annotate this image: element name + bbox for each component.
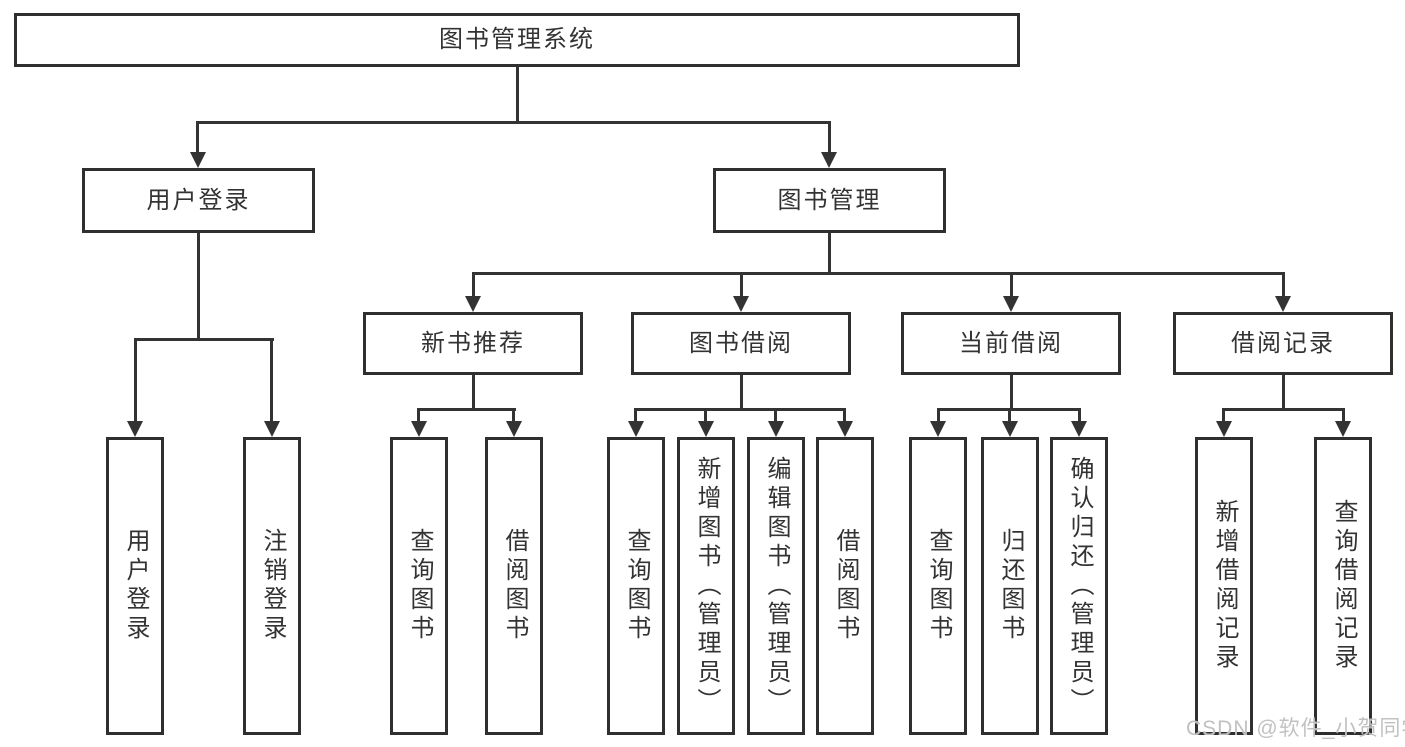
arrow-down-icon: [733, 296, 749, 312]
leaf-borrow-books: 借阅图书: [485, 437, 543, 735]
leaf-logout: 注销登录: [243, 437, 301, 735]
arrow-down-icon: [1003, 296, 1019, 312]
connector-hline: [1222, 408, 1345, 411]
arrow-down-icon: [1216, 421, 1232, 437]
connector-vline: [740, 272, 743, 298]
leaf-query-books: 查询图书: [390, 437, 448, 735]
leaf-add-borrow-record: 新增借阅记录: [1195, 437, 1253, 735]
connector-vline: [740, 375, 743, 411]
arrow-down-icon: [190, 152, 206, 168]
connector-vline: [1010, 272, 1013, 298]
connector-hline: [634, 408, 846, 411]
arrow-down-icon: [1335, 421, 1351, 437]
node-current-borrow: 当前借阅: [901, 312, 1121, 375]
connector-hline: [196, 121, 831, 124]
arrow-down-icon: [1275, 296, 1291, 312]
leaf-confirm-return-admin: 确认归还（管理员）: [1050, 437, 1108, 735]
leaf-user-login: 用户登录: [106, 437, 164, 735]
leaf-add-books-admin: 新增图书（管理员）: [677, 437, 735, 735]
connector-vline: [704, 408, 707, 423]
connector-vline: [1342, 408, 1345, 423]
connector-vline: [1282, 272, 1285, 298]
connector-vline: [270, 338, 273, 423]
connector-vline: [134, 338, 137, 423]
connector-vline: [1008, 408, 1011, 423]
leaf-query-books: 查询图书: [909, 437, 967, 735]
arrow-down-icon: [506, 421, 522, 437]
connector-hline: [134, 338, 274, 341]
connector-vline: [634, 408, 637, 423]
connector-vline: [196, 121, 199, 155]
connector-vline: [512, 408, 515, 423]
node-book-borrow: 图书借阅: [631, 312, 851, 375]
leaf-return-books: 归还图书: [981, 437, 1039, 735]
node-user-login: 用户登录: [82, 168, 315, 233]
connector-vline: [937, 408, 940, 423]
connector-vline: [1078, 408, 1081, 423]
arrow-down-icon: [411, 421, 427, 437]
connector-hline: [417, 408, 516, 411]
connector-vline: [828, 121, 831, 155]
node-borrow-records: 借阅记录: [1173, 312, 1393, 375]
csdn-watermark: CSDN @软件_小贺同学: [1186, 717, 1405, 740]
connector-vline: [1010, 375, 1013, 411]
connector-hline: [472, 272, 1285, 275]
arrow-down-icon: [698, 421, 714, 437]
connector-vline: [828, 233, 831, 274]
arrow-down-icon: [264, 421, 280, 437]
node-book-management: 图书管理: [713, 168, 946, 233]
arrow-down-icon: [1002, 421, 1018, 437]
connector-vline: [417, 408, 420, 423]
connector-vline: [197, 233, 200, 340]
leaf-query-borrow-record: 查询借阅记录: [1314, 437, 1372, 735]
arrow-down-icon: [768, 421, 784, 437]
arrow-down-icon: [127, 421, 143, 437]
arrow-down-icon: [465, 296, 481, 312]
connector-vline: [516, 67, 519, 123]
leaf-borrow-books: 借阅图书: [816, 437, 874, 735]
node-new-book-recommend: 新书推荐: [363, 312, 583, 375]
connector-vline: [843, 408, 846, 423]
arrow-down-icon: [930, 421, 946, 437]
leaf-edit-books-admin: 编辑图书（管理员）: [747, 437, 805, 735]
node-root: 图书管理系统: [14, 13, 1020, 67]
arrow-down-icon: [628, 421, 644, 437]
arrow-down-icon: [837, 421, 853, 437]
connector-vline: [1222, 408, 1225, 423]
arrow-down-icon: [821, 152, 837, 168]
connector-vline: [472, 272, 475, 298]
connector-vline: [774, 408, 777, 423]
leaf-query-books: 查询图书: [607, 437, 665, 735]
connector-vline: [1282, 375, 1285, 411]
arrow-down-icon: [1071, 421, 1087, 437]
connector-vline: [472, 375, 475, 411]
